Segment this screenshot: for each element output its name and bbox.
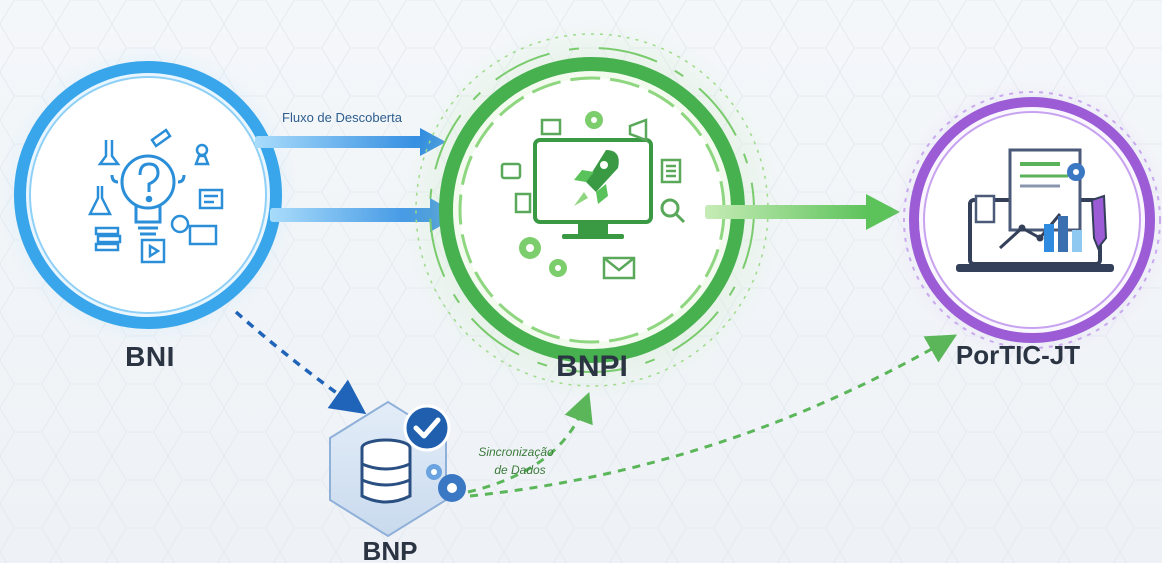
portic-label: PorTIC-JT: [956, 340, 1080, 370]
bni-to-bnp-dashed-arrow: [234, 310, 367, 415]
flask-icon: [87, 186, 113, 216]
gear-icon: [519, 111, 603, 277]
envelope-icon: [602, 256, 636, 280]
books-icon: [94, 226, 122, 252]
arrow-top-shaft: [255, 136, 425, 148]
copyright-card-icon: [170, 214, 218, 246]
pencil-icon: [150, 128, 172, 148]
sync-label-line2: de Dados: [494, 463, 545, 477]
magnifier-icon: [660, 198, 686, 224]
green-arrow-shaft: [705, 205, 870, 219]
bni-inner-ring: [29, 76, 267, 314]
beaker-icon: [97, 140, 121, 166]
megaphone-icon: [628, 118, 648, 142]
monitor-rocket-icon: [533, 138, 653, 239]
bni-node[interactable]: [0, 45, 298, 345]
green-arrow-head: [866, 194, 900, 230]
laptop-chart-icon: [956, 148, 1114, 272]
list-icon: [660, 158, 682, 184]
bnpi-node[interactable]: [402, 20, 782, 400]
arrow-bottom-shaft: [270, 208, 435, 222]
note-icon: [514, 118, 562, 214]
bnpi-label: BNPI: [556, 350, 628, 383]
presentation-icon: [140, 238, 166, 264]
bnp-label: BNP: [363, 536, 418, 563]
portic-outer-dots: [903, 91, 1161, 349]
microscope-icon: [194, 143, 210, 166]
sync-gear-icon: [426, 464, 466, 502]
check-badge-icon: [403, 404, 451, 452]
discovery-flow-label: Fluxo de Descoberta: [282, 110, 403, 125]
chat-icon: [500, 162, 522, 180]
bni-label: BNI: [125, 341, 175, 372]
sync-label-line1: Sincronização: [478, 445, 554, 459]
bnp-node[interactable]: [329, 400, 466, 538]
database-check-icon: [360, 438, 412, 504]
portic-node[interactable]: [890, 78, 1162, 362]
bnp-to-bnpi-sync-arrow: [467, 391, 593, 494]
document-icon: [198, 188, 224, 210]
lightbulb-question-icon: [110, 154, 186, 236]
bnpi-to-portic-arrow: [705, 194, 900, 230]
